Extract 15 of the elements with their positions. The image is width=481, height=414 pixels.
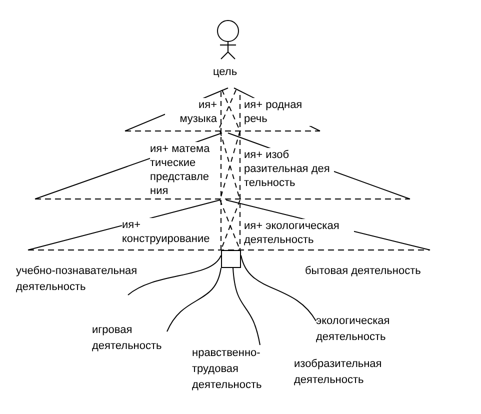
root-label: учебно-познавательная деятельность <box>16 263 156 295</box>
activity-label: изобразительная деятельность <box>294 357 383 388</box>
root-line <box>232 268 260 346</box>
tier-text: ия+ экологическая деятельность <box>244 219 354 247</box>
root-line <box>128 254 222 296</box>
tree-trunk <box>221 250 241 268</box>
tier-text: ия+ музыка <box>165 98 217 126</box>
root-label: нравственно-трудовая деятельность <box>192 345 272 393</box>
tier-text: ия+ родная речь <box>244 98 312 126</box>
activity-label: бытовая деятельность <box>305 264 421 279</box>
root-label: экологическая деятельность <box>316 313 394 345</box>
root-line <box>240 254 316 322</box>
root-label: игровая деятельность <box>92 322 167 354</box>
goal-label: цель <box>213 65 238 80</box>
root-line <box>166 268 222 332</box>
